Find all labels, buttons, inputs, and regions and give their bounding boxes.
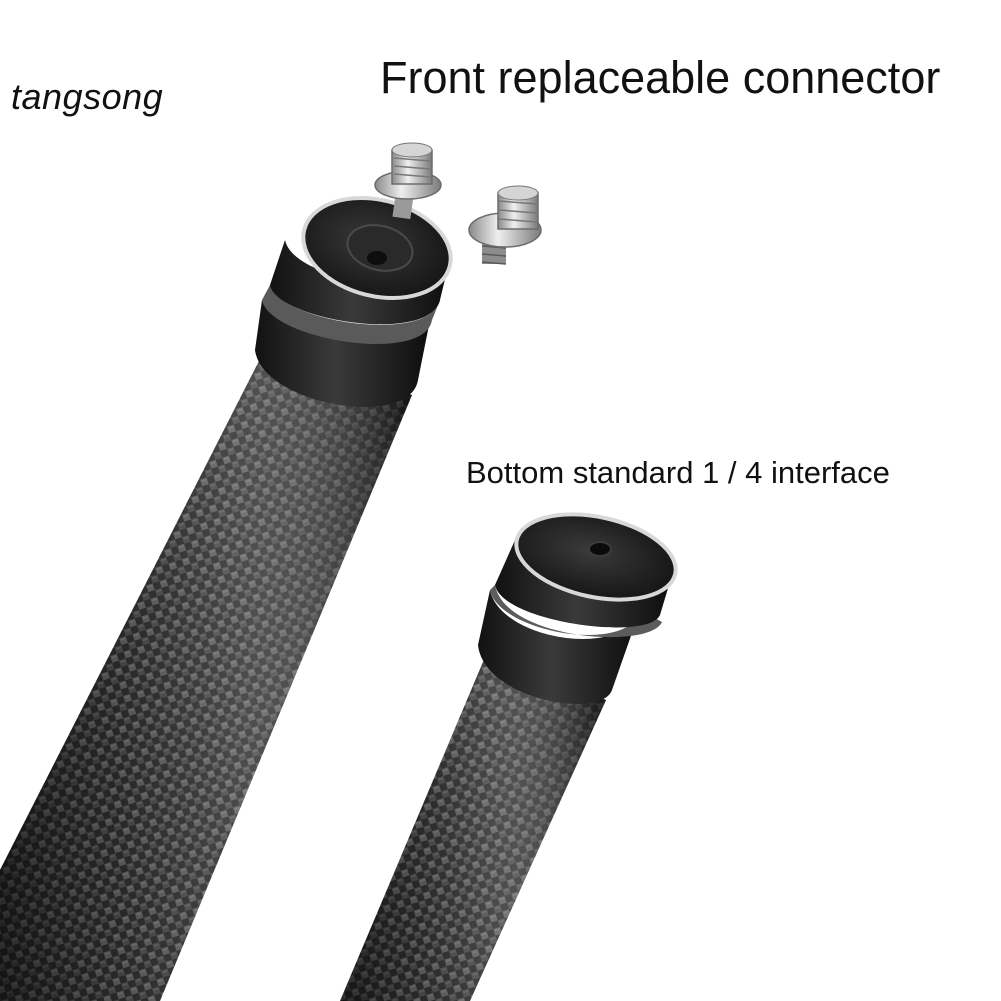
brand-watermark: tangsong	[11, 76, 164, 117]
screw-connector-1	[374, 142, 442, 220]
bottom-interface-label: Bottom standard 1 / 4 interface	[466, 455, 890, 490]
front-connector-label: Front replaceable connector	[380, 52, 941, 103]
right-rod	[340, 512, 678, 1001]
left-rod	[0, 196, 453, 1001]
screw-connector-2	[468, 185, 542, 265]
